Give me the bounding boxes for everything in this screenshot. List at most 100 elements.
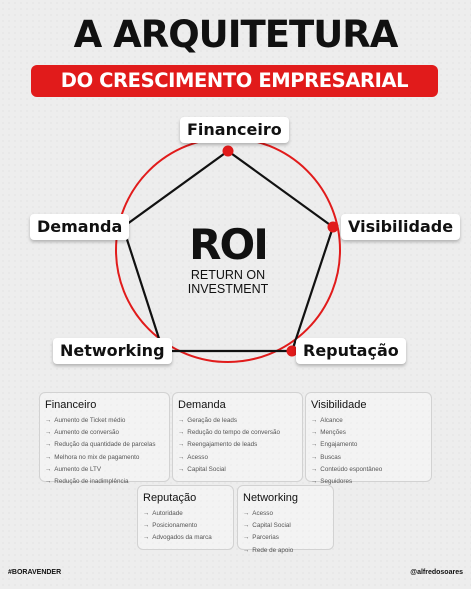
- card-item: →Acesso: [243, 508, 328, 520]
- card-item: →Autoridade: [143, 508, 228, 520]
- arrow-right-icon: →: [45, 465, 52, 473]
- card-list: →Geração de leads→Redução do tempo de co…: [178, 415, 297, 476]
- card-item-text: Aumento de conversão: [54, 429, 120, 437]
- card-item: →Capital Social: [243, 520, 328, 532]
- card-item-text: Redução de inadimplência: [54, 478, 129, 486]
- card-item-text: Menções: [320, 429, 346, 437]
- arrow-right-icon: →: [143, 510, 150, 517]
- pentagon-outline: [121, 149, 335, 353]
- arrow-right-icon: →: [311, 453, 318, 461]
- node-label-reputacao: Reputação: [296, 338, 406, 364]
- card-item-text: Acesso: [187, 453, 208, 461]
- card-item-text: Alcance: [320, 417, 343, 424]
- card-item: →Seguidores: [311, 476, 426, 488]
- node-label-visibilidade: Visibilidade: [341, 214, 461, 240]
- card-item: →Redução da quantidade de parcelas: [45, 439, 164, 451]
- card-item: →Redução do tempo de conversão: [178, 427, 297, 439]
- card-item-text: Redução da quantidade de parcelas: [54, 441, 156, 449]
- card-item: →Menções: [311, 427, 426, 439]
- card-visibilidade: Visibilidade →Alcance→Menções→Engajament…: [305, 392, 432, 485]
- arrow-right-icon: →: [178, 417, 185, 424]
- subtitle-banner: DO CRESCIMENTO EMPRESARIAL: [31, 65, 438, 97]
- arrow-right-icon: →: [143, 534, 150, 542]
- card-networking: Networking →Acesso→Capital Social→Parcer…: [237, 485, 334, 554]
- card-item-text: Aumento de Ticket médio: [54, 417, 126, 424]
- card-item: →Acesso: [178, 452, 297, 464]
- card-item: →Geração de leads: [178, 415, 297, 427]
- arrow-right-icon: →: [45, 453, 52, 461]
- node-label-networking: Networking: [53, 338, 172, 364]
- card-title: Networking: [243, 492, 299, 504]
- arrow-right-icon: →: [45, 478, 52, 486]
- roi-title: ROI: [189, 220, 269, 269]
- card-item: →Aumento de Ticket médio: [45, 415, 164, 427]
- card-list: →Alcance→Menções→Engajamento→Buscas→Cont…: [311, 415, 426, 488]
- node-dot-visibilidade: [327, 221, 339, 233]
- node-dot-financeiro: [222, 145, 234, 157]
- card-item: →Buscas: [311, 452, 426, 464]
- arrow-right-icon: →: [178, 441, 185, 449]
- arrow-right-icon: →: [178, 429, 185, 437]
- card-item: →Alcance: [311, 415, 426, 427]
- arrow-right-icon: →: [311, 441, 318, 449]
- arrow-right-icon: →: [243, 522, 250, 530]
- card-item-text: Capital Social: [187, 465, 226, 473]
- arrow-right-icon: →: [45, 441, 52, 449]
- card-item: →Aumento de LTV: [45, 464, 164, 476]
- card-item-text: Melhora no mix de pagamento: [54, 453, 140, 461]
- card-financeiro: Financeiro →Aumento de Ticket médio→Aume…: [39, 392, 170, 485]
- node-label-financeiro: Financeiro: [180, 117, 289, 143]
- card-item: →Advogados da marca: [143, 532, 228, 544]
- arrow-right-icon: →: [243, 510, 250, 517]
- card-item-text: Conteúdo espontâneo: [320, 465, 383, 473]
- card-item-text: Buscas: [320, 453, 341, 461]
- arrow-right-icon: →: [311, 465, 318, 473]
- card-title: Visibilidade: [311, 399, 367, 411]
- card-title: Demanda: [178, 399, 226, 411]
- card-item: →Parcerias: [243, 532, 328, 544]
- roi-subtitle: RETURN ON INVESTMENT: [158, 268, 298, 296]
- arrow-right-icon: →: [45, 417, 52, 424]
- card-item: →Aumento de conversão: [45, 427, 164, 439]
- card-item-text: Aumento de LTV: [54, 465, 102, 473]
- card-item-text: Engajamento: [320, 441, 358, 449]
- arrow-right-icon: →: [311, 429, 318, 437]
- arrow-right-icon: →: [178, 465, 185, 473]
- card-item-text: Acesso: [252, 510, 273, 517]
- card-item-text: Posicionamento: [152, 522, 198, 530]
- arrow-right-icon: →: [243, 534, 250, 542]
- card-item: →Melhora no mix de pagamento: [45, 452, 164, 464]
- footer-hashtag: #BORAVENDER: [8, 569, 62, 576]
- node-dot-reputacao: [286, 345, 298, 357]
- card-item-text: Advogados da marca: [152, 534, 212, 542]
- card-item-text: Geração de leads: [187, 417, 238, 424]
- card-list: →Aumento de Ticket médio→Aumento de conv…: [45, 415, 164, 488]
- card-item-text: Autoridade: [152, 510, 183, 517]
- card-item: →Redução de inadimplência: [45, 476, 164, 488]
- card-title: Reputação: [143, 492, 197, 504]
- card-item: →Reengajamento de leads: [178, 439, 297, 451]
- card-reputacao: Reputação →Autoridade→Posicionamento→Adv…: [137, 485, 234, 550]
- card-list: →Acesso→Capital Social→Parcerias→Rede de…: [243, 508, 328, 557]
- roi-subtitle-line2: INVESTMENT: [187, 282, 269, 296]
- footer-handle: @alfredosoares: [410, 569, 463, 576]
- card-demanda: Demanda →Geração de leads→Redução do tem…: [172, 392, 303, 482]
- arrow-right-icon: →: [178, 453, 185, 461]
- card-item-text: Reengajamento de leads: [187, 441, 258, 449]
- card-item-text: Redução do tempo de conversão: [187, 429, 281, 437]
- node-label-demanda: Demanda: [30, 214, 130, 240]
- card-item: →Capital Social: [178, 464, 297, 476]
- main-title: A ARQUITETURA: [73, 13, 399, 56]
- card-item-text: Rede de apoio: [252, 546, 294, 554]
- card-title: Financeiro: [45, 399, 97, 411]
- card-item: →Rede de apoio: [243, 545, 328, 557]
- card-list: →Autoridade→Posicionamento→Advogados da …: [143, 508, 228, 545]
- arrow-right-icon: →: [143, 522, 150, 530]
- roi-subtitle-line1: RETURN ON: [190, 268, 266, 282]
- card-item-text: Parcerias: [252, 534, 279, 542]
- arrow-right-icon: →: [311, 478, 318, 486]
- card-item: →Posicionamento: [143, 520, 228, 532]
- card-item: →Conteúdo espontâneo: [311, 464, 426, 476]
- card-item-text: Seguidores: [320, 478, 353, 486]
- arrow-right-icon: →: [243, 546, 250, 554]
